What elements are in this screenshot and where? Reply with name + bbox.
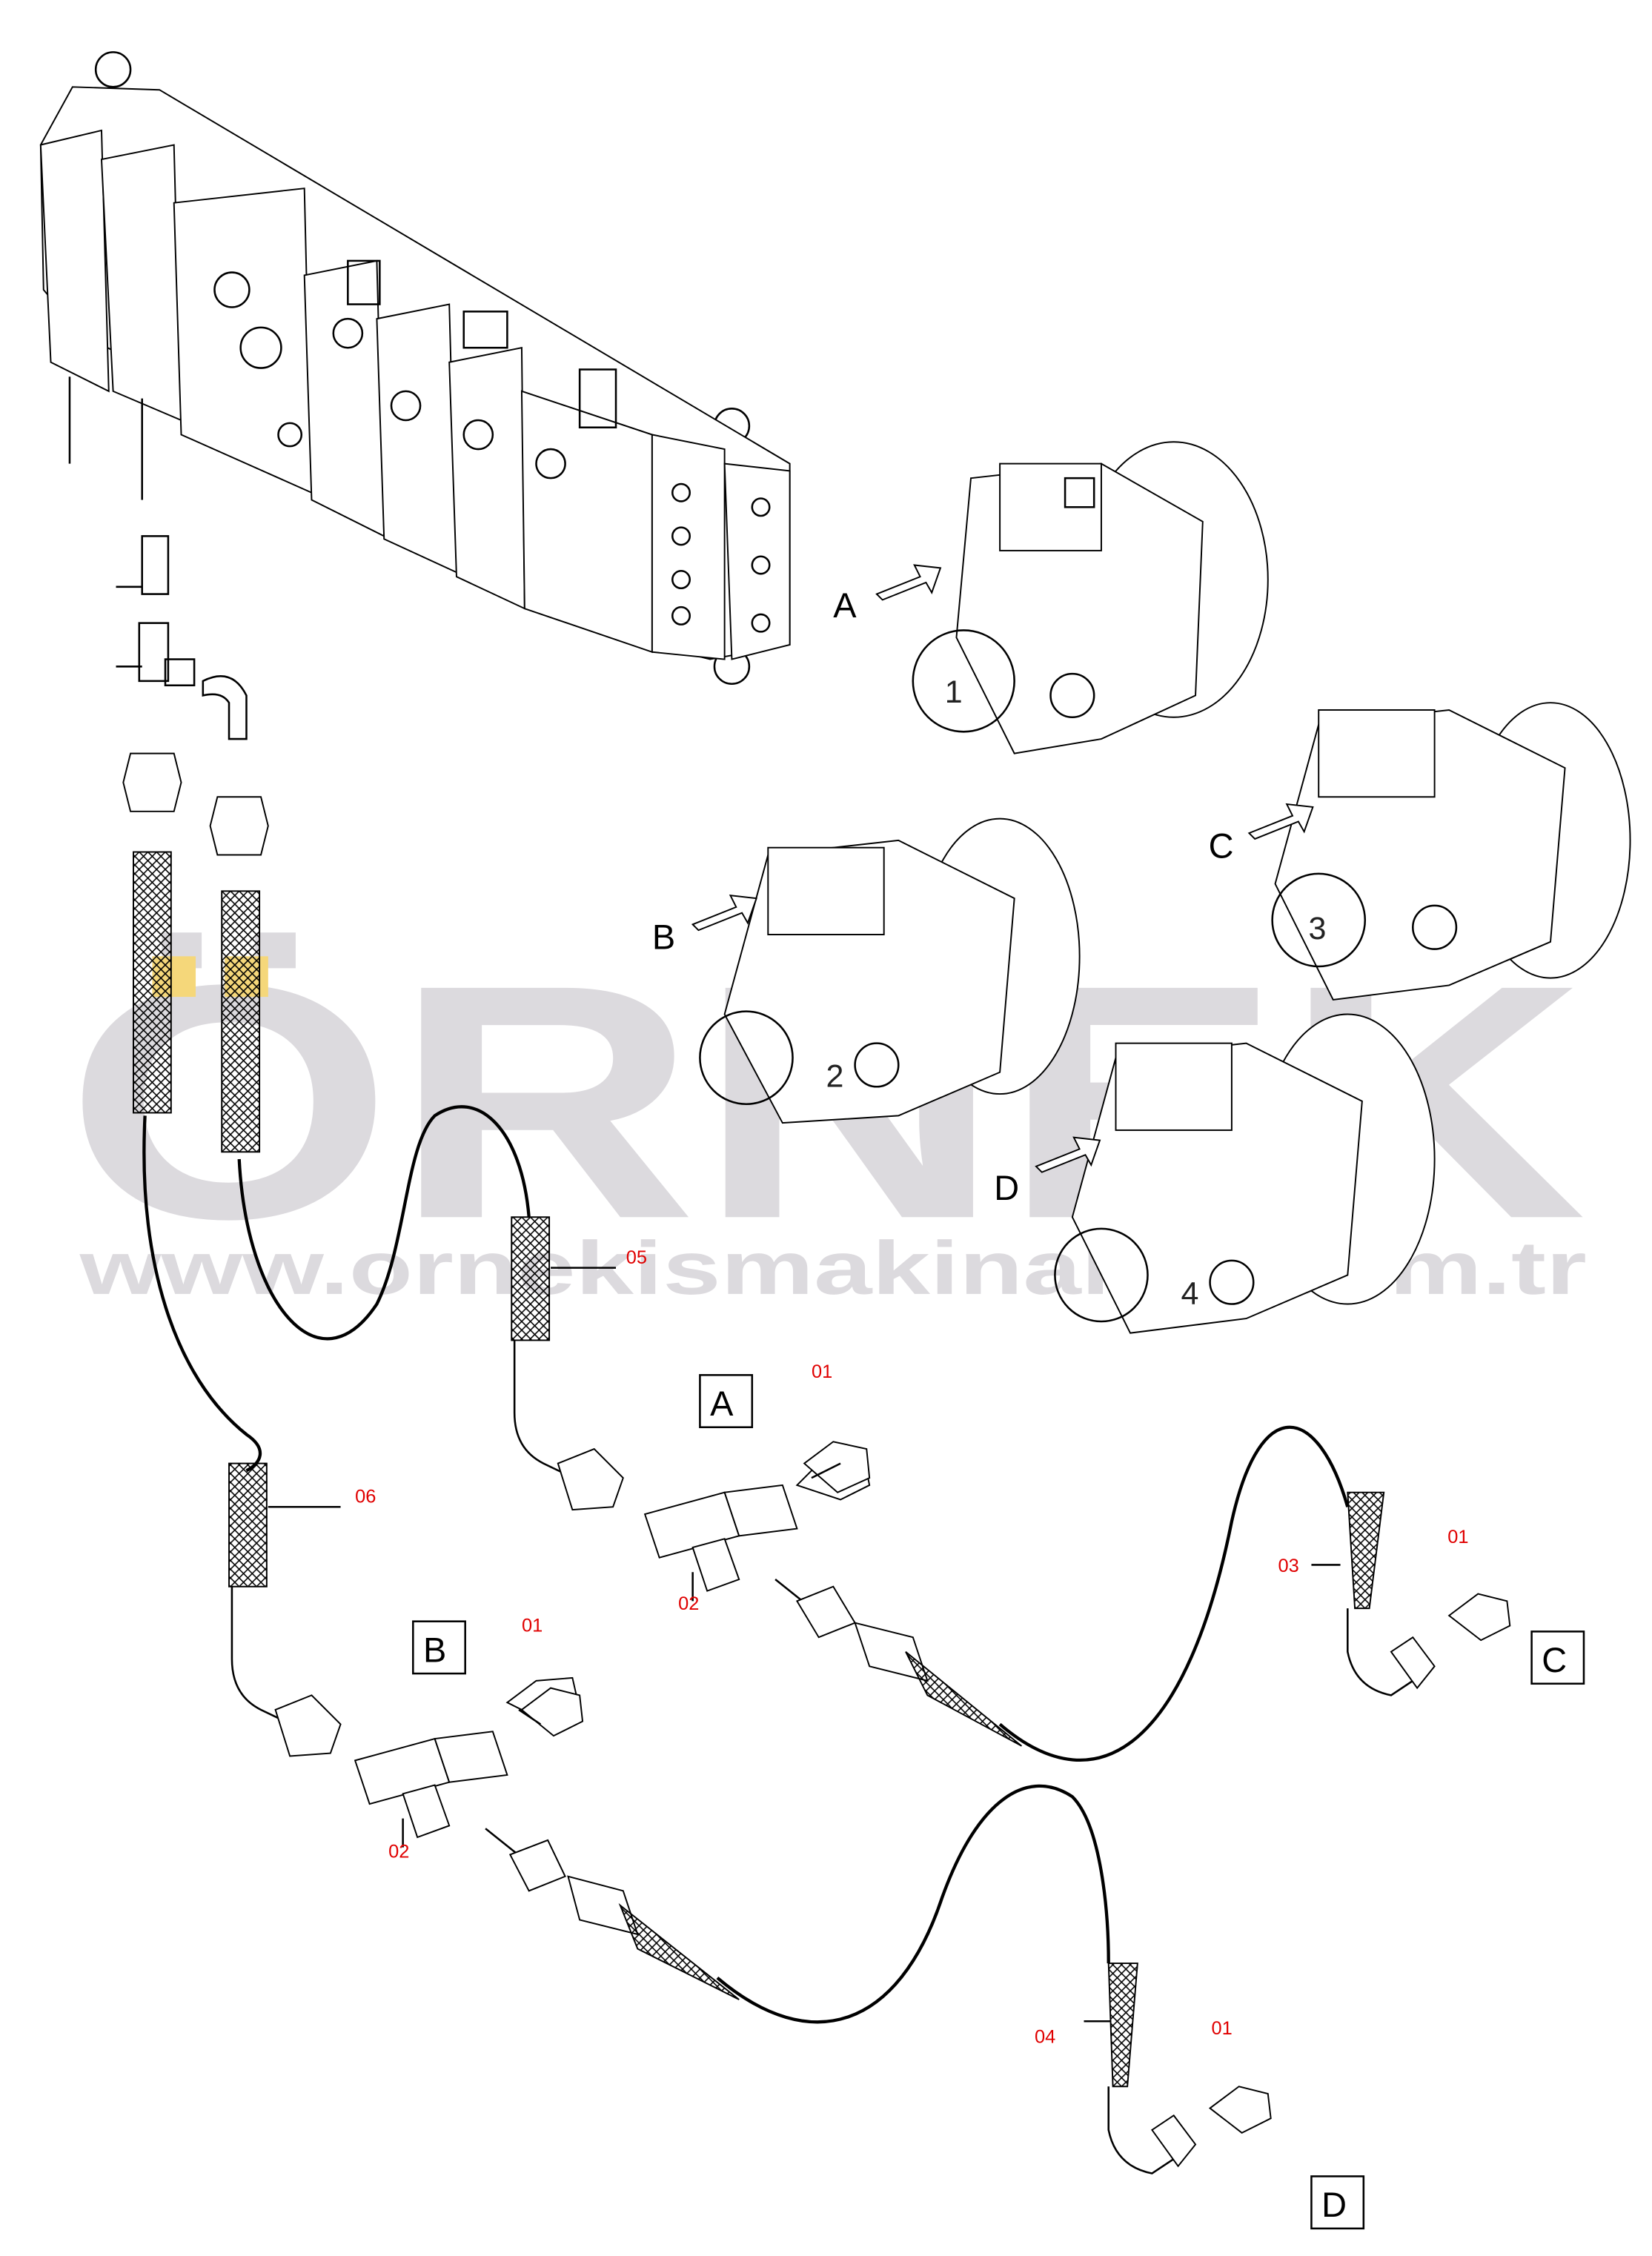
boxed-label-c: C — [1530, 1630, 1585, 1685]
view-label-d: D — [994, 1169, 1019, 1207]
boxed-label-text: D — [1321, 2186, 1347, 2224]
part-label-02: 02 — [388, 1841, 409, 1862]
part-label-01: 01 — [1212, 2018, 1233, 2039]
part-labels: 01 01 01 01 02 02 03 04 05 06 — [355, 1247, 1468, 2048]
hose-03 — [774, 1425, 1436, 1762]
tee-fitting-top — [116, 535, 248, 740]
plug-fitting-b — [520, 1687, 584, 1737]
pump-4: 4 — [1054, 1013, 1436, 1334]
hose-06 — [122, 752, 342, 1757]
plug-fitting-a — [803, 1441, 871, 1493]
view-arrow-c: C — [1209, 803, 1314, 865]
part-label-02: 02 — [678, 1593, 699, 1614]
view-arrow-d: D — [994, 1136, 1101, 1207]
view-arrow-a: A — [833, 564, 942, 625]
part-label-01: 01 — [522, 1615, 543, 1636]
view-arrow-b: B — [652, 895, 757, 957]
pump-3: 3 — [1271, 702, 1631, 1001]
pump-1: 1 — [912, 441, 1269, 754]
lifting-eye — [94, 51, 132, 88]
pump-number-2: 2 — [826, 1058, 844, 1094]
control-valve-block — [39, 51, 791, 686]
pump-2: 2 — [699, 817, 1081, 1124]
view-label-a: A — [833, 586, 857, 625]
boxed-label-b: B — [412, 1620, 466, 1675]
part-label-05: 05 — [626, 1247, 647, 1268]
part-label-04: 04 — [1035, 2027, 1055, 2048]
plug-fitting-c — [1447, 1593, 1511, 1642]
pump-number-3: 3 — [1309, 911, 1327, 946]
view-label-b: B — [652, 918, 675, 957]
part-label-01: 01 — [812, 1361, 832, 1382]
boxed-label-text: C — [1542, 1641, 1567, 1679]
leader-lines — [268, 1267, 1341, 2023]
boxed-label-a: A — [699, 1374, 754, 1428]
hose-05 — [209, 796, 624, 1511]
part-label-06: 06 — [355, 1486, 376, 1507]
hose-04 — [485, 1784, 1197, 2174]
plug-fitting-d — [1208, 2086, 1272, 2134]
boxed-label-text: B — [423, 1630, 446, 1669]
pump-number-1: 1 — [945, 674, 963, 710]
boxed-label-d: D — [1310, 2175, 1365, 2230]
part-label-03: 03 — [1278, 1556, 1298, 1576]
view-label-c: C — [1209, 826, 1234, 865]
part-label-01: 01 — [1447, 1527, 1468, 1547]
pump-number-4: 4 — [1181, 1276, 1198, 1312]
boxed-label-text: A — [710, 1384, 734, 1423]
